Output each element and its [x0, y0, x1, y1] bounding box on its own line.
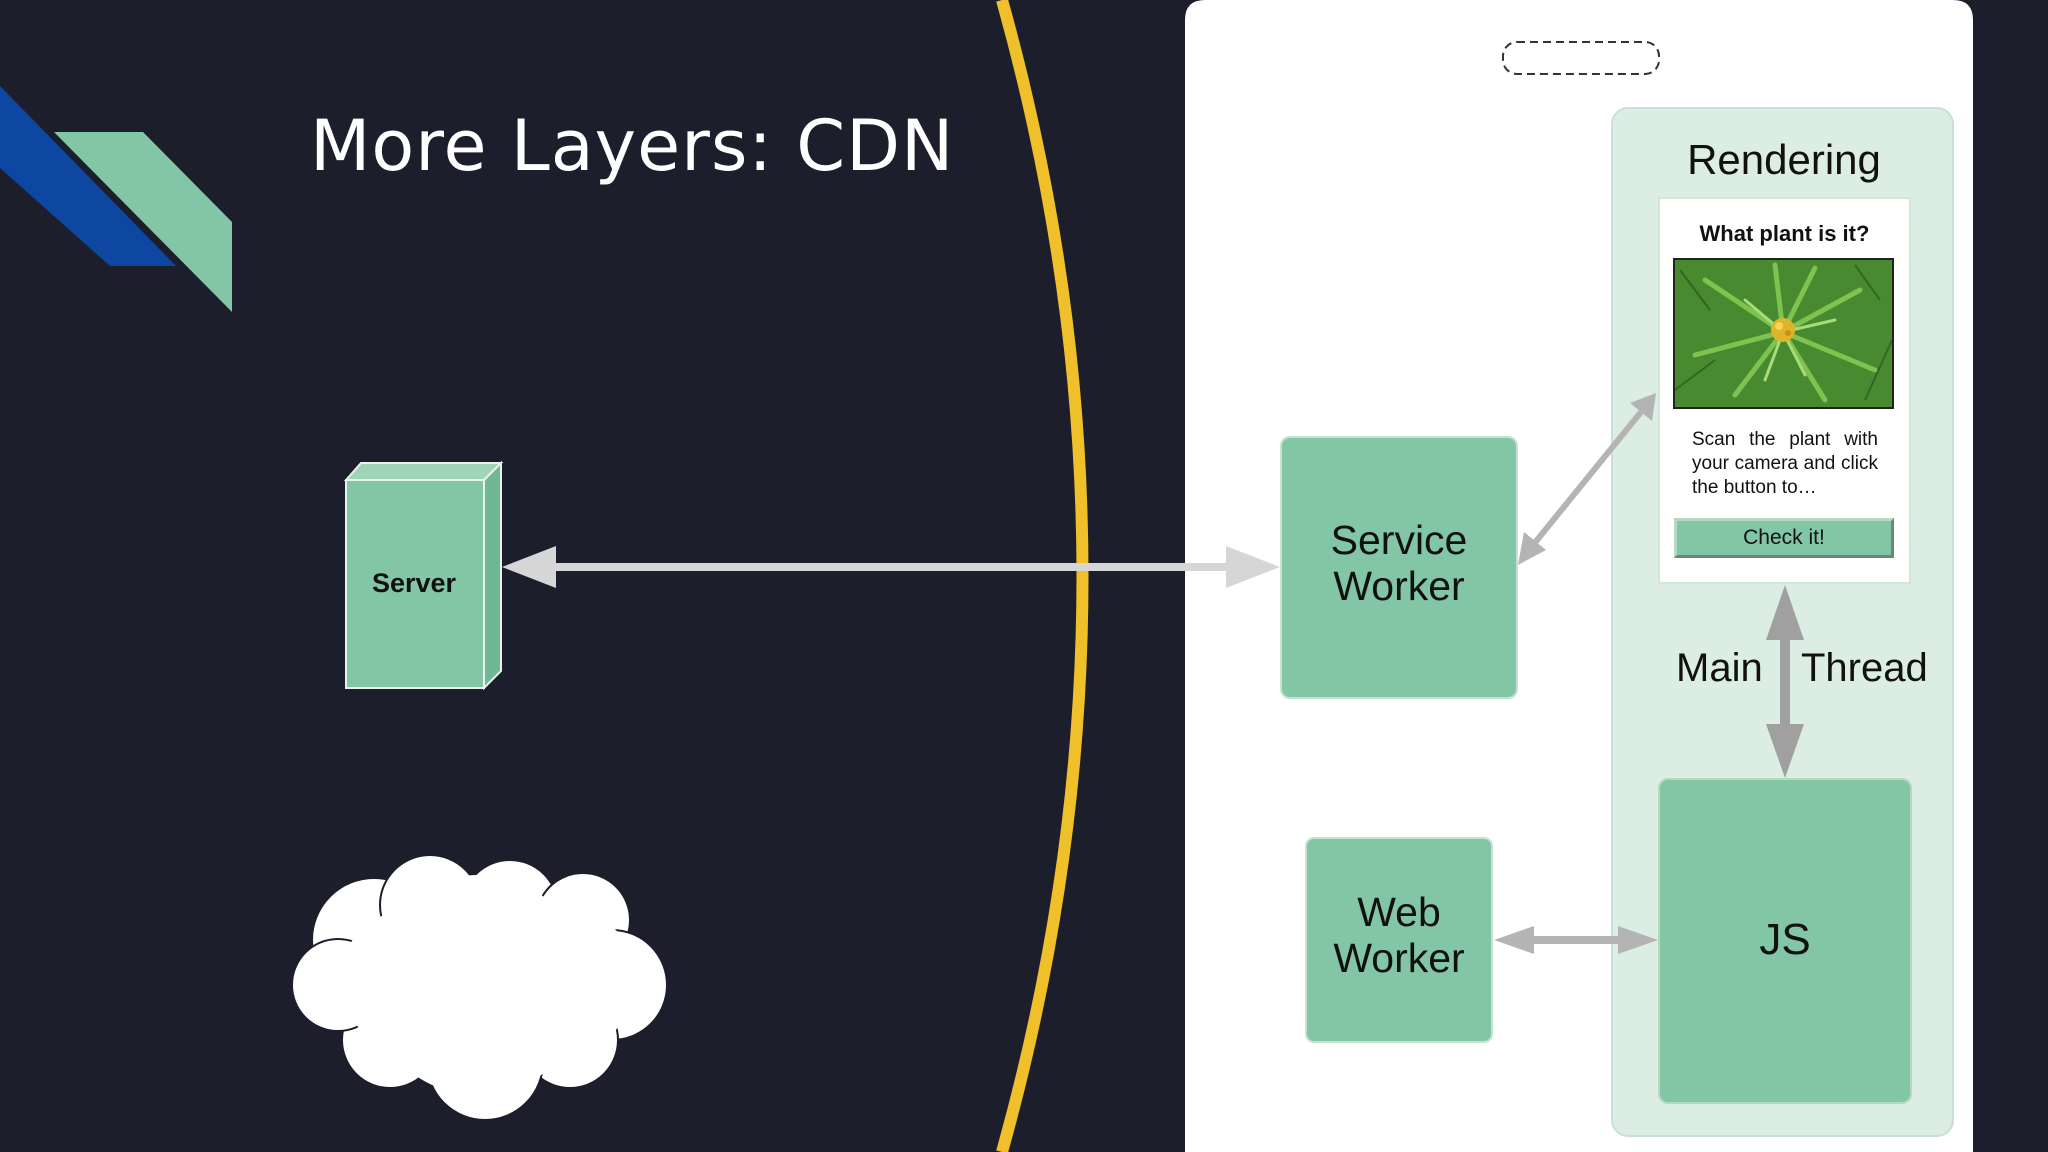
service-worker-label: Service Worker	[1330, 517, 1468, 609]
plant-photo	[1673, 258, 1894, 409]
main-thread-arrow	[1766, 585, 1804, 778]
server-box	[343, 460, 504, 691]
js-label: JS	[1759, 915, 1811, 964]
webworker-js-arrow	[1494, 926, 1658, 954]
logo-chevron	[0, 86, 232, 312]
check-it-button[interactable]: Check it!	[1674, 518, 1894, 558]
main-thread-label-thread: Thread	[1801, 646, 1928, 690]
server-label: Server	[371, 568, 457, 598]
js-box	[1658, 778, 1912, 1104]
web-worker-label: Web Worker	[1333, 889, 1465, 981]
sw-rendering-arrow	[1518, 393, 1656, 565]
main-thread-label-main: Main	[1676, 646, 1763, 690]
network-boundary-arc	[996, 0, 1089, 1152]
slide-title: More Layers: CDN	[310, 105, 955, 187]
web-worker-box	[1305, 837, 1493, 1043]
app-question: What plant is it?	[1699, 221, 1870, 246]
device-notch	[1502, 41, 1660, 75]
cdn-cloud	[291, 854, 668, 1121]
server-sw-arrow	[502, 546, 1280, 588]
app-screen-card: What plant is it?	[1658, 197, 1911, 584]
app-instructions: Scan the plant with your camera and clic…	[1692, 429, 1878, 498]
service-worker-box	[1280, 436, 1518, 699]
rendering-label: Rendering	[1687, 136, 1881, 183]
